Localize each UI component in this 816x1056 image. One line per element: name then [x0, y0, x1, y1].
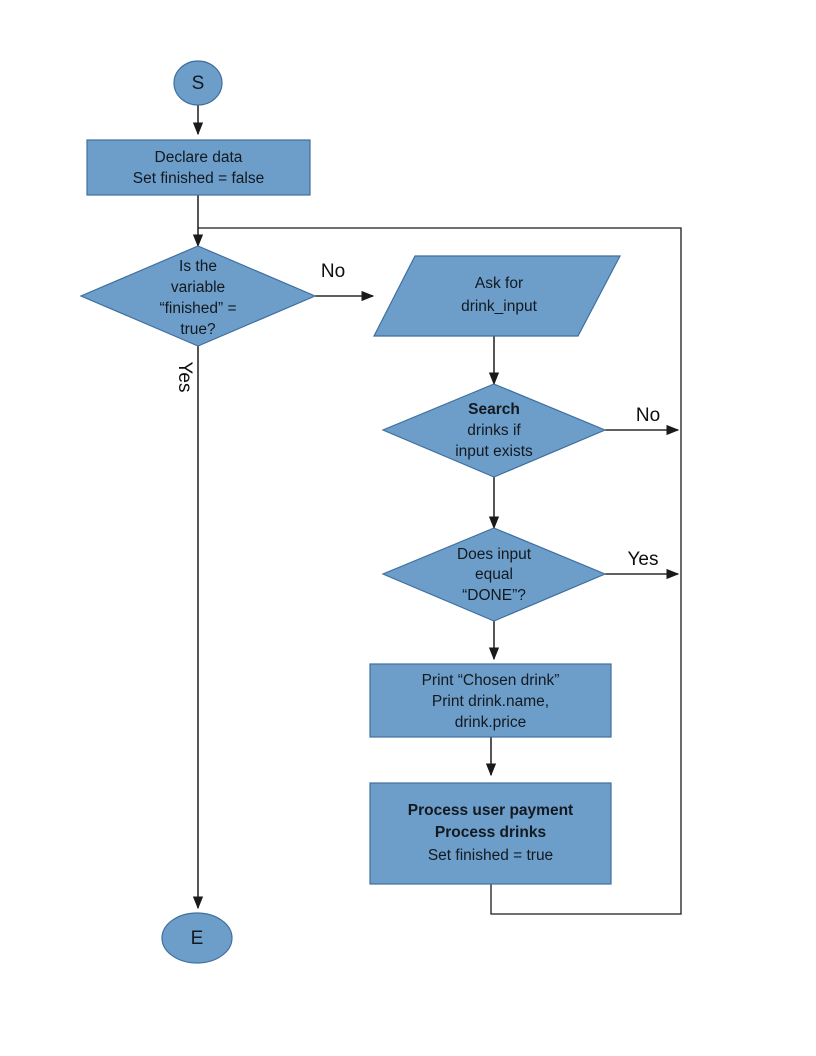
edge-label-finished-yes: Yes [174, 362, 195, 393]
node-start[interactable] [173, 60, 223, 106]
node-ask-input-line1: Ask for [475, 275, 523, 292]
node-search-line1: Search [468, 401, 520, 418]
node-process-line3: Set finished = true [428, 847, 553, 864]
node-print-drink[interactable] [369, 663, 612, 738]
edge-label-done-yes: Yes [628, 549, 659, 570]
node-print-line1: Print “Chosen drink” [422, 672, 560, 689]
node-check-done-line3: “DONE”? [462, 587, 526, 604]
node-check-done[interactable] [381, 527, 607, 622]
node-end-label: E [191, 928, 204, 949]
edge-label-search-no: No [636, 405, 660, 426]
node-check-finished[interactable] [79, 245, 317, 347]
node-process-payment[interactable] [369, 782, 612, 885]
node-check-finished-line1: Is the [179, 258, 217, 275]
node-print-line2: Print drink.name, [432, 693, 549, 710]
edge-label-finished-no: No [321, 261, 345, 282]
node-check-done-line2: equal [475, 566, 513, 583]
edge-loop-back-to-check-finished [198, 227, 682, 915]
node-end[interactable] [161, 912, 233, 964]
node-search-line3: input exists [455, 443, 533, 460]
node-check-finished-line2: variable [171, 279, 225, 296]
node-start-label: S [192, 73, 205, 94]
node-declare-line1: Declare data [155, 149, 243, 166]
node-check-finished-line3: “finished” = [159, 300, 236, 317]
node-ask-input-line2: drink_input [461, 298, 538, 315]
node-process-line1: Process user payment [408, 802, 573, 819]
node-declare-data[interactable] [86, 139, 311, 196]
node-process-line2: Process drinks [435, 824, 546, 841]
node-check-done-line1: Does input [457, 546, 532, 563]
node-ask-input[interactable] [373, 255, 621, 337]
node-print-line3: drink.price [455, 714, 527, 731]
node-declare-line2: Set finished = false [133, 170, 264, 187]
node-search-line2: drinks if [467, 422, 521, 439]
node-search-drinks[interactable] [381, 383, 607, 478]
node-check-finished-line4: true? [180, 321, 216, 338]
